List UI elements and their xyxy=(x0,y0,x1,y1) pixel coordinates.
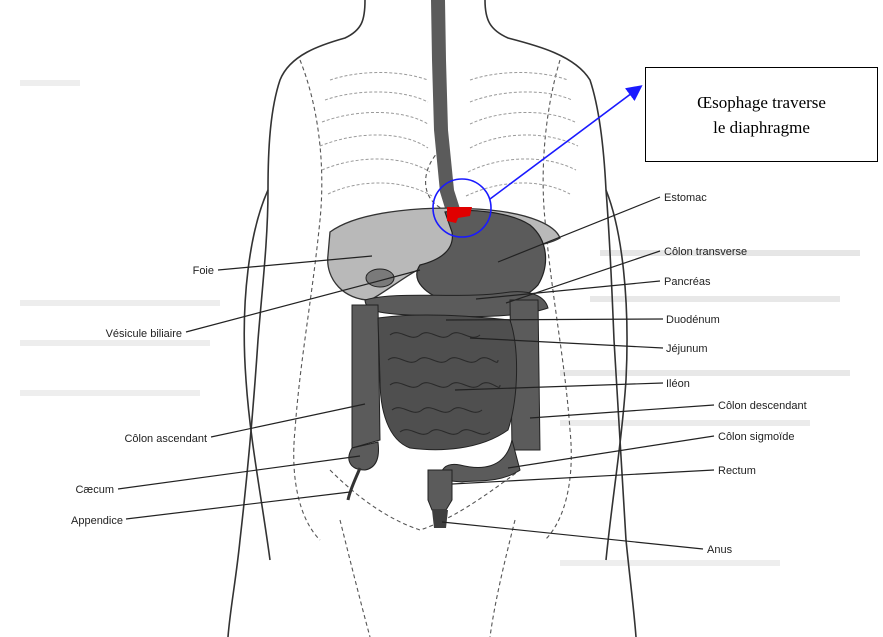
leader-colon-ascendant xyxy=(211,404,365,437)
small-intestine xyxy=(378,315,517,450)
label-ileon: Iléon xyxy=(666,378,690,390)
label-colon-ascendant: Côlon ascendant xyxy=(124,433,207,445)
label-vesicule-biliaire: Vésicule biliaire xyxy=(106,328,182,340)
leader-appendice xyxy=(126,492,350,519)
callout-line-2: le diaphragme xyxy=(713,115,810,140)
esophagus xyxy=(431,0,462,218)
leader-anus xyxy=(442,522,703,549)
anus-shape xyxy=(432,510,448,528)
rectum-shape xyxy=(428,470,452,510)
label-caecum: Cæcum xyxy=(75,484,114,496)
label-foie: Foie xyxy=(193,265,214,277)
ascending-colon-shape xyxy=(352,305,380,448)
label-estomac: Estomac xyxy=(664,192,707,204)
label-anus: Anus xyxy=(707,544,733,556)
callout-line-1: Œsophage traverse xyxy=(697,90,826,115)
label-colon-descendant: Côlon descendant xyxy=(718,400,807,412)
label-duodenum: Duodénum xyxy=(666,314,720,326)
label-pancreas: Pancréas xyxy=(664,276,711,288)
label-appendice: Appendice xyxy=(71,515,123,527)
label-jejunum: Jéjunum xyxy=(666,343,708,355)
leader-caecum xyxy=(118,456,360,489)
label-colon-sigmoide: Côlon sigmoïde xyxy=(718,431,794,443)
callout-box: Œsophage traverse le diaphragme xyxy=(645,67,878,162)
label-colon-transverse: Côlon transverse xyxy=(664,246,747,258)
label-rectum: Rectum xyxy=(718,465,756,477)
callout-arrow xyxy=(490,87,640,199)
leader-colon-descendant xyxy=(530,405,714,418)
